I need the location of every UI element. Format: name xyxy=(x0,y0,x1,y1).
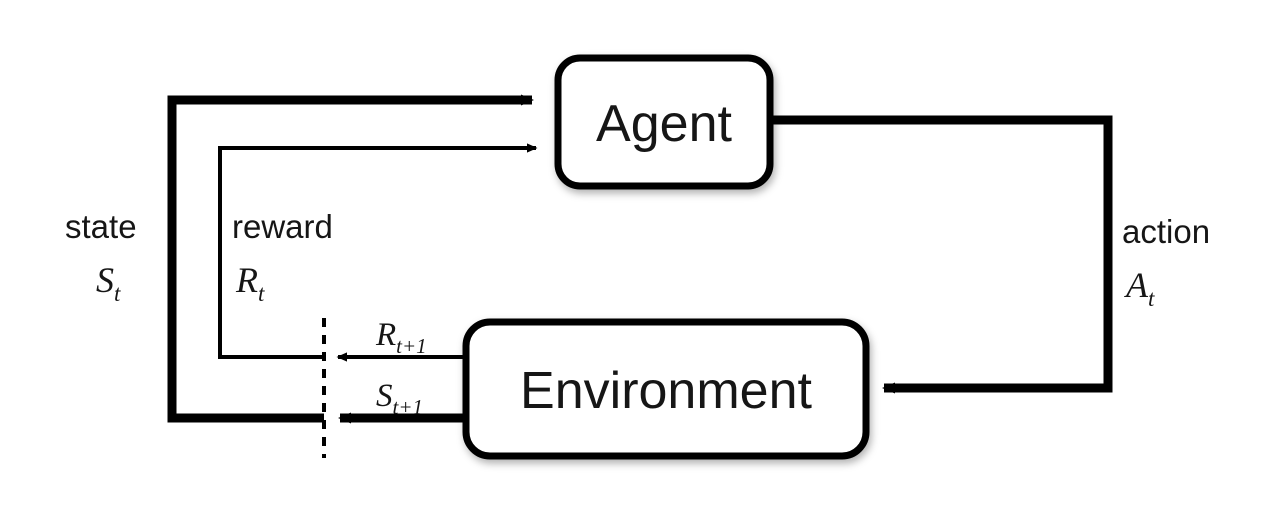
state-next-subscript: t+1 xyxy=(393,395,424,419)
state-symbol-base: S xyxy=(96,260,114,300)
reward-feedback-path xyxy=(218,143,538,362)
reward-path-line xyxy=(218,143,538,359)
state-word: state xyxy=(65,208,137,245)
edge-label-state-next: St+1 xyxy=(376,378,423,419)
signal-label-action: action At xyxy=(1122,213,1210,311)
environment-label: Environment xyxy=(520,362,812,420)
action-path xyxy=(770,115,1113,394)
agent-label: Agent xyxy=(596,95,732,153)
action-symbol-base: A xyxy=(1124,265,1149,305)
edge-label-reward-next: Rt+1 xyxy=(375,317,427,358)
reward-next-subscript: t+1 xyxy=(396,334,427,358)
state-symbol-subscript: t xyxy=(114,281,121,306)
agent-box[interactable] xyxy=(554,54,774,190)
reward-next-base: R xyxy=(375,317,396,353)
environment-box[interactable] xyxy=(462,318,870,460)
node-agent[interactable]: Agent xyxy=(554,54,774,190)
reward-symbol-subscript: t xyxy=(258,281,265,306)
reward-symbol: Rt xyxy=(235,260,265,306)
state-feedback-path xyxy=(167,94,534,424)
state-path-line xyxy=(167,94,534,423)
state-symbol: St xyxy=(96,260,121,306)
action-word: action xyxy=(1122,213,1210,250)
reward-symbol-base: R xyxy=(235,260,258,300)
action-symbol: At xyxy=(1124,265,1155,311)
action-symbol-subscript: t xyxy=(1148,286,1155,311)
state-next-base: S xyxy=(376,378,393,414)
reward-word: reward xyxy=(232,208,333,245)
node-environment[interactable]: Environment xyxy=(462,318,870,460)
signal-label-reward: reward Rt xyxy=(232,208,333,306)
action-path-line xyxy=(770,115,1113,394)
signal-label-state: state St xyxy=(65,208,137,306)
